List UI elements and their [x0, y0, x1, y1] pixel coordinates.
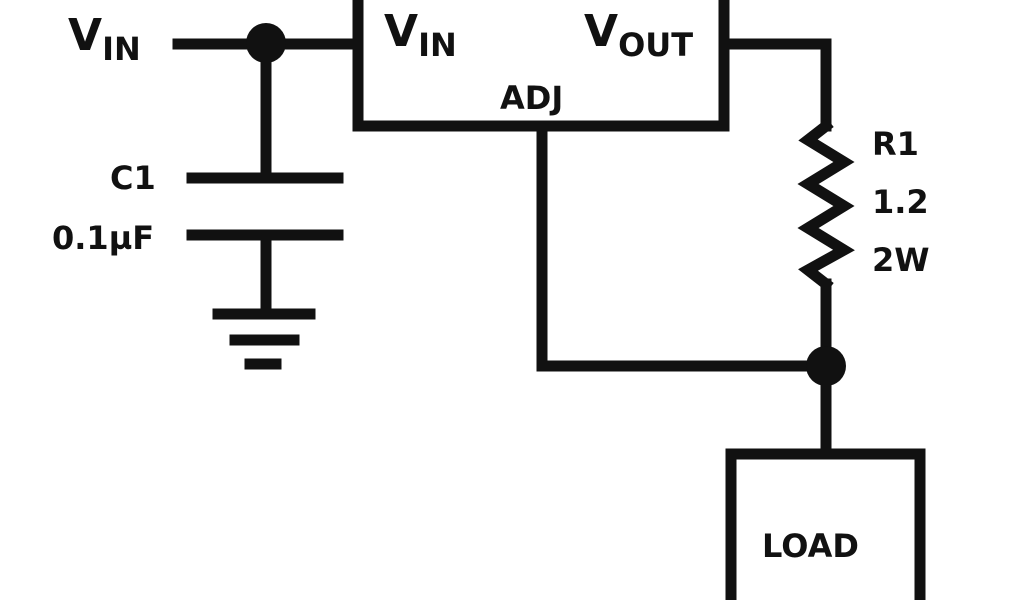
ground-symbol	[212, 308, 316, 370]
adj-wire	[536, 120, 832, 372]
regulator-vout-main: V	[584, 6, 619, 57]
output-wire	[718, 38, 832, 132]
resistor-r1	[797, 118, 855, 292]
regulator-vin-sub: IN	[418, 26, 457, 64]
input-vin-sub: IN	[102, 30, 141, 68]
regulator-vin-main: V	[384, 6, 419, 57]
input-vin-label: VIN	[68, 14, 141, 66]
regulator-vout-sub: OUT	[618, 26, 694, 64]
r1-power-label: 2W	[872, 241, 930, 279]
load-label: LOAD	[762, 527, 859, 565]
c1-name-label: C1	[110, 159, 156, 197]
load-box	[725, 448, 926, 600]
r1-name-label: R1	[872, 125, 919, 163]
regulator-vout-label: VOUT	[584, 10, 693, 62]
adj-label: ADJ	[500, 79, 564, 117]
r1-value-label: 1.2	[872, 183, 929, 221]
input-vin-main: V	[68, 10, 103, 61]
regulator-vin-label: VIN	[384, 10, 457, 62]
c1-value-label: 0.1µF	[52, 219, 155, 257]
